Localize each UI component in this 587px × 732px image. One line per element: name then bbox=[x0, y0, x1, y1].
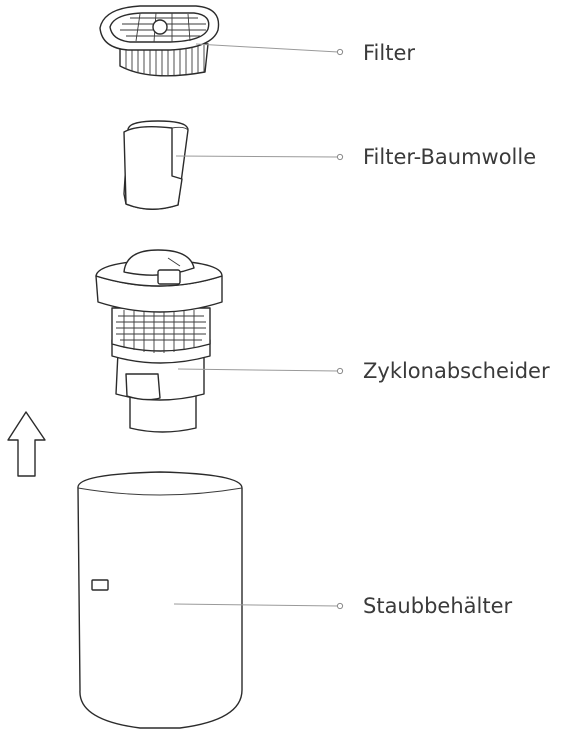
label-filter: Filter bbox=[363, 41, 416, 65]
leader-lines bbox=[173, 43, 344, 610]
cyclone-separator-part bbox=[95, 249, 223, 433]
label-dust-bin: Staubbehälter bbox=[363, 594, 513, 618]
label-cyclone-separator: Zyklonabscheider bbox=[363, 359, 550, 383]
dust-bin-part bbox=[77, 471, 243, 729]
filter-cotton-part bbox=[123, 120, 189, 210]
arrow-up-icon bbox=[7, 411, 46, 477]
label-filter-cotton: Filter-Baumwolle bbox=[363, 145, 537, 169]
filter-part bbox=[99, 5, 220, 77]
